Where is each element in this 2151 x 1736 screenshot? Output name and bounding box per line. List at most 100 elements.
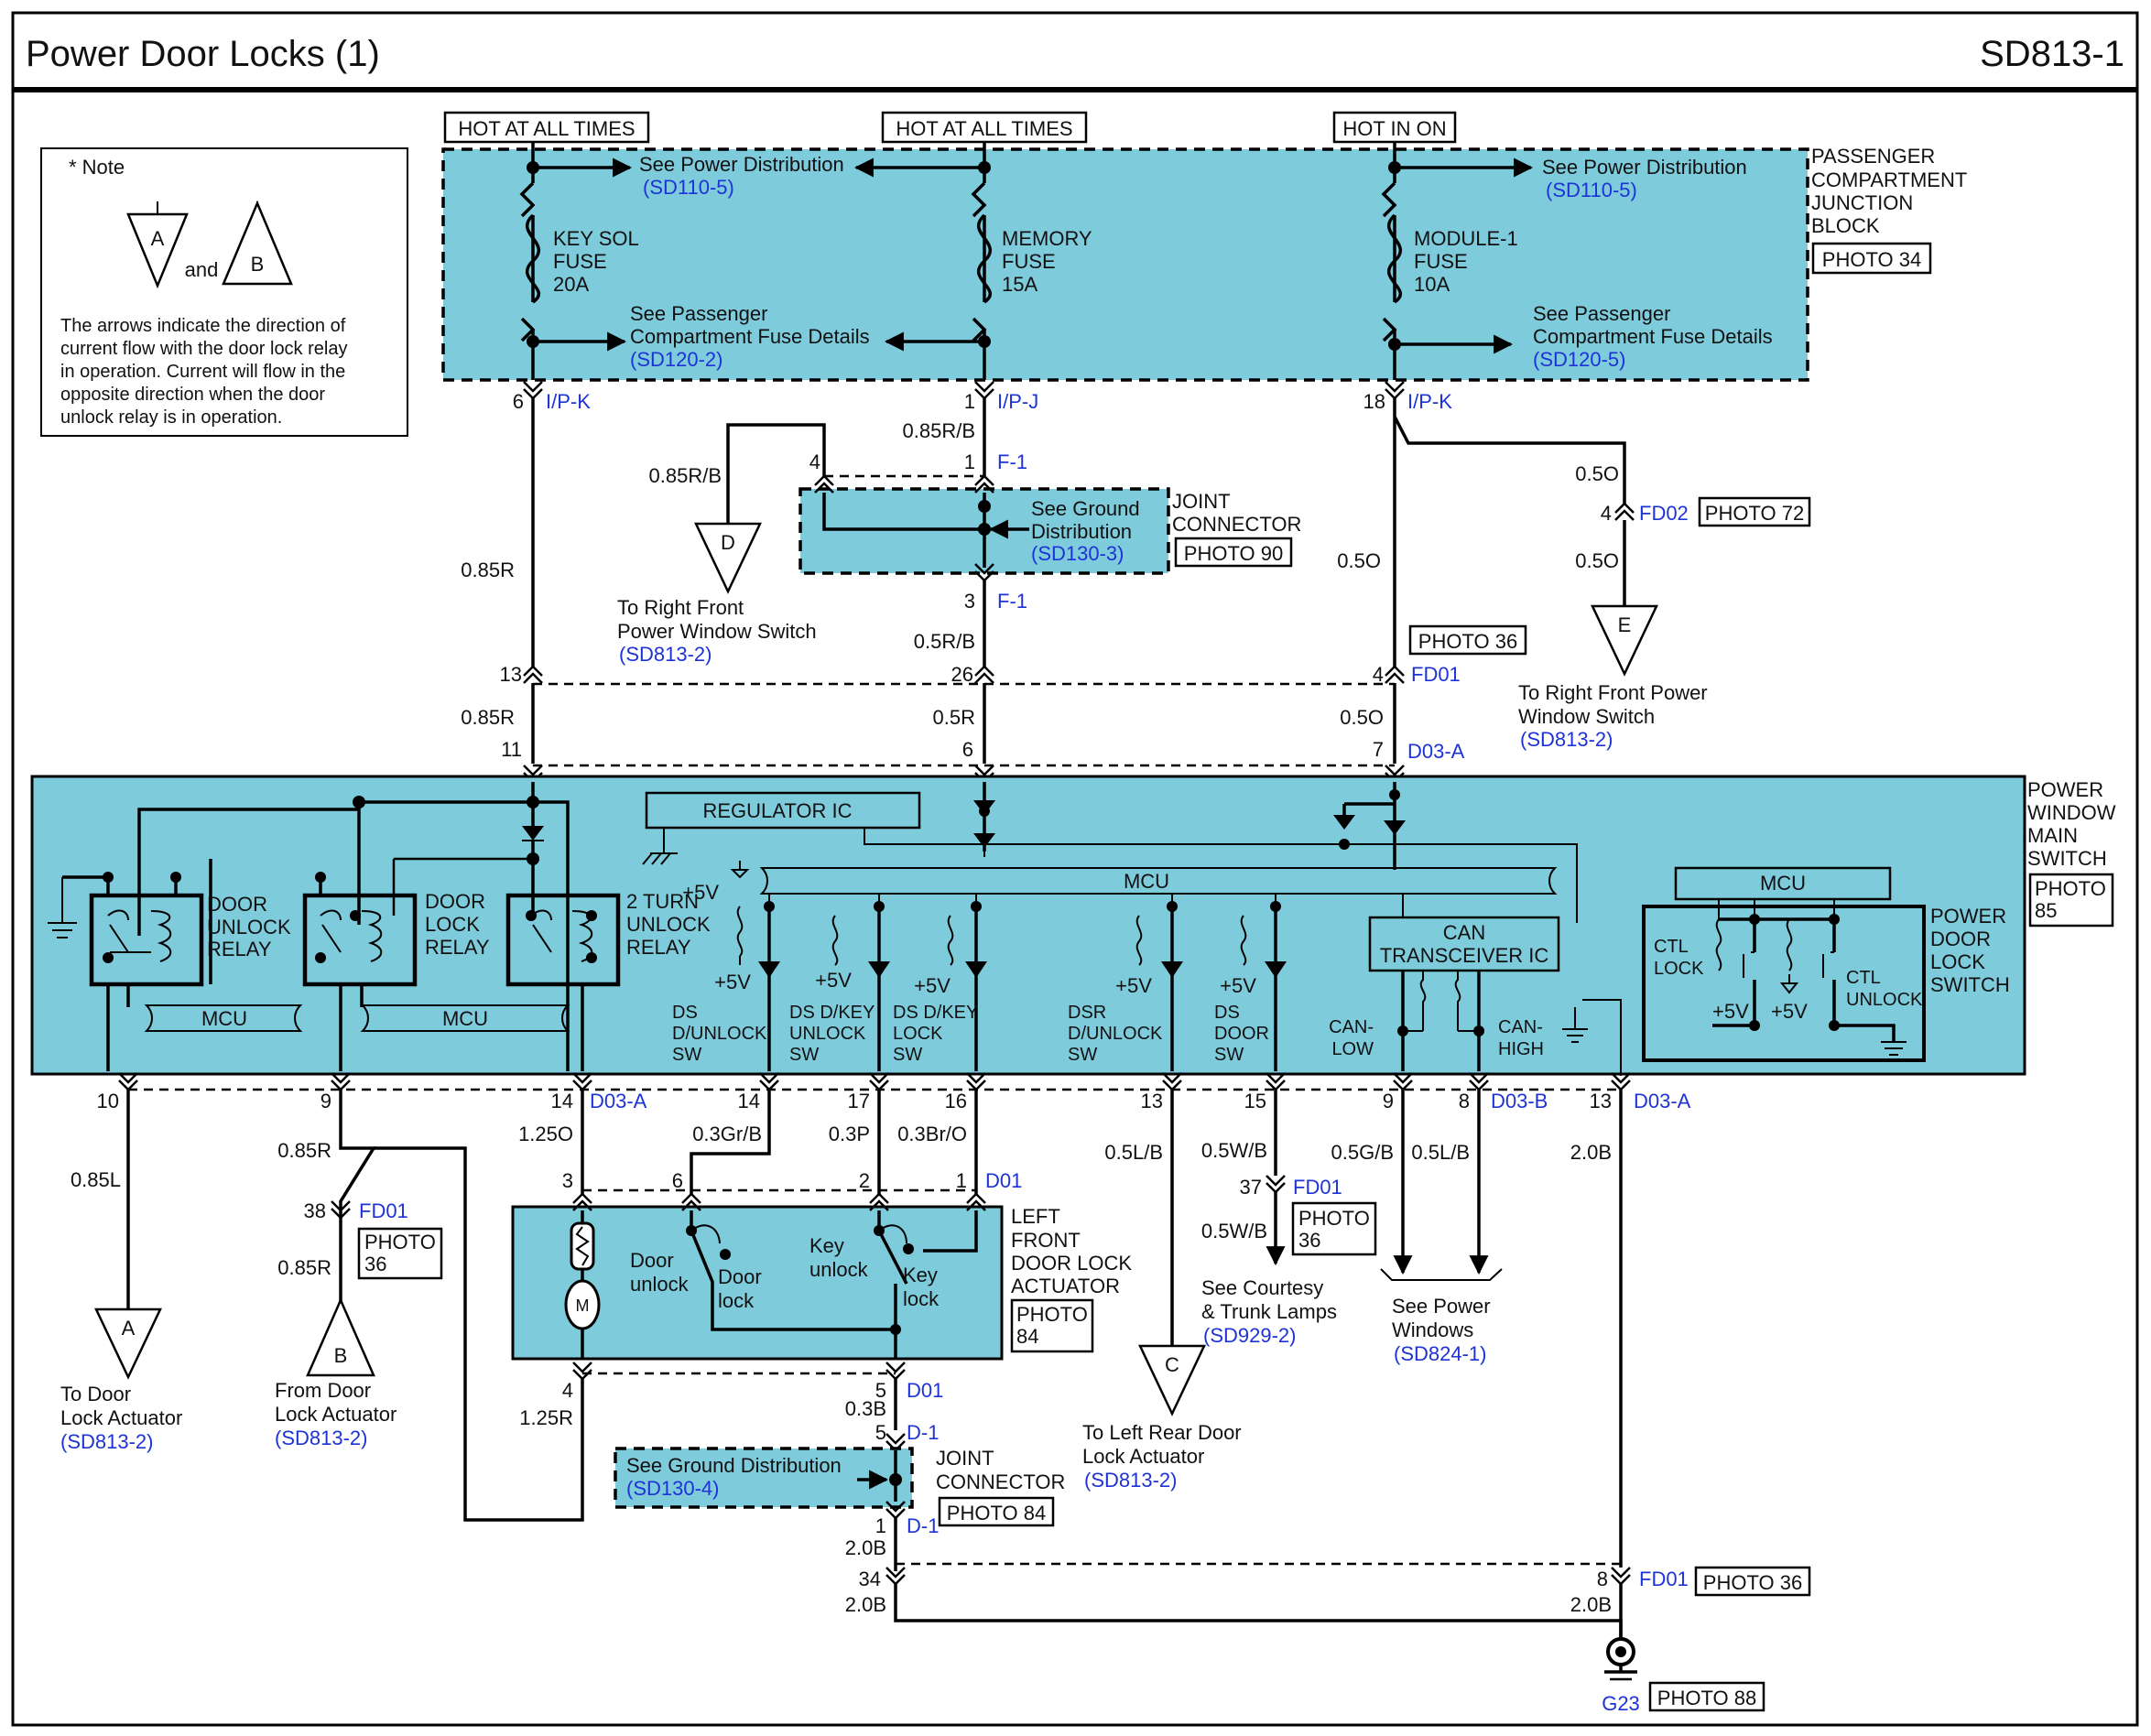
fuse1-line1: KEY SOL xyxy=(553,227,639,250)
pin-b10: 10 xyxy=(97,1090,119,1112)
wire-05o-1: 0.5O xyxy=(1575,462,1619,485)
sw2-line3: SW xyxy=(789,1045,819,1065)
pin-fd01-b: FD01 xyxy=(359,1199,408,1222)
pin-4a: 4 xyxy=(809,450,820,473)
pin-b17: 17 xyxy=(848,1090,870,1112)
pw-ref[interactable]: (SD824-1) xyxy=(1394,1342,1486,1365)
pin-ipk-1: I/P-K xyxy=(546,390,591,413)
regulator-ic: REGULATOR IC xyxy=(703,799,853,822)
see-power-1: See Power Distribution xyxy=(639,153,844,176)
plus5v-top: +5V xyxy=(682,881,719,904)
jcd-ref[interactable]: (SD130-4) xyxy=(626,1477,719,1500)
jb-name-3: JUNCTION xyxy=(1811,191,1913,214)
pin-6b: 6 xyxy=(962,738,973,761)
sw1-line2: D/UNLOCK xyxy=(672,1024,767,1044)
fuse3-line3: 10A xyxy=(1414,273,1450,296)
wire-03b: 0.3B xyxy=(845,1397,886,1420)
fuse2-line3: 15A xyxy=(1002,273,1037,296)
sw1-line3: SW xyxy=(672,1045,701,1065)
pin-j1: 1 xyxy=(875,1514,886,1537)
can-line1: CAN xyxy=(1443,921,1485,944)
pin-d1a: D-1 xyxy=(907,1421,939,1444)
see-power-1-ref[interactable]: (SD110-5) xyxy=(643,176,734,199)
wire-05o-2: 0.5O xyxy=(1575,549,1619,572)
actuator-name-1: LEFT xyxy=(1011,1205,1060,1228)
jcf-photo: PHOTO 90 xyxy=(1184,542,1283,565)
ctl-lock-2: LOCK xyxy=(1654,959,1704,979)
see-pass-1-ref[interactable]: (SD120-2) xyxy=(630,348,722,371)
dest-c-line1: To Left Rear Door xyxy=(1082,1421,1242,1444)
dest-d-line1: To Right Front xyxy=(617,596,744,619)
note-line-3: in operation. Current will flow in the xyxy=(60,362,345,382)
door-lock-relay xyxy=(302,893,418,987)
pin-f1b: F-1 xyxy=(997,590,1027,613)
dest-b-triangle xyxy=(306,1297,375,1377)
jb-name-2: COMPARTMENT xyxy=(1811,168,1967,191)
pin-a1: 1 xyxy=(956,1169,967,1192)
see-pass-2-line1: See Passenger xyxy=(1533,302,1670,325)
see-pass-2-ref[interactable]: (SD120-5) xyxy=(1533,348,1625,371)
wire-20b-2: 2.0B xyxy=(845,1536,886,1559)
pin-b14: 14 xyxy=(551,1090,573,1112)
pin-38: 38 xyxy=(304,1199,326,1222)
can-low-line1: CAN- xyxy=(1329,1017,1374,1037)
courtesy-ref[interactable]: (SD929-2) xyxy=(1203,1324,1296,1347)
sw3-line3: SW xyxy=(893,1045,922,1065)
dest-c-ref[interactable]: (SD813-2) xyxy=(1084,1469,1177,1492)
fuse3-line2: FUSE xyxy=(1414,250,1468,273)
note-and: and xyxy=(185,258,219,281)
sw4-line2: D/UNLOCK xyxy=(1068,1024,1163,1044)
dest-b-ref[interactable]: (SD813-2) xyxy=(275,1427,367,1449)
sw1-line1: DS xyxy=(672,1003,698,1023)
jcf-see-2: Distribution xyxy=(1031,520,1132,543)
pin-6: 6 xyxy=(513,390,524,413)
note-symbol-b: B xyxy=(251,253,265,276)
pin-4-fd02: 4 xyxy=(1601,502,1612,525)
pin-d01b: D01 xyxy=(907,1379,943,1402)
see-power-2-ref[interactable]: (SD110-5) xyxy=(1546,179,1637,201)
fuse1-line3: 20A xyxy=(553,273,589,296)
dest-b-symbol: B xyxy=(334,1344,348,1367)
actuator-name-2: FRONT xyxy=(1011,1229,1081,1252)
pwms-name-3: MAIN xyxy=(2027,824,2078,847)
key-unlock-1: Key xyxy=(809,1234,844,1257)
wire-125r: 1.25R xyxy=(519,1406,573,1429)
pin-a4: 4 xyxy=(562,1379,573,1402)
page-frame xyxy=(11,11,2139,1727)
jcf-ref[interactable]: (SD130-3) xyxy=(1031,542,1124,565)
pin-b15: 15 xyxy=(1244,1090,1266,1112)
dest-b-line1: From Door xyxy=(275,1379,371,1402)
relay2-line1: DOOR xyxy=(425,890,485,913)
relay1-line3: RELAY xyxy=(207,938,272,960)
dest-d-ref[interactable]: (SD813-2) xyxy=(619,643,712,666)
pdls-name-4: SWITCH xyxy=(1930,973,2010,996)
note-line-1: The arrows indicate the direction of xyxy=(60,316,346,336)
pin-fd01-a: FD01 xyxy=(1411,663,1461,686)
see-pass-2-line2: Compartment Fuse Details xyxy=(1533,325,1773,348)
junction-block: See Power Distribution (SD110-5) See Pow… xyxy=(441,142,1809,382)
door-lock-2: lock xyxy=(718,1289,755,1312)
dest-a-line1: To Door xyxy=(60,1383,131,1405)
sw3-v5: +5V xyxy=(914,974,951,997)
wire-03grb: 0.3Gr/B xyxy=(692,1123,762,1145)
can-line2: TRANSCEIVER IC xyxy=(1380,944,1549,967)
dest-e-ref[interactable]: (SD813-2) xyxy=(1520,728,1613,751)
two-turn-unlock-relay xyxy=(505,893,621,987)
door-unlock-relay xyxy=(89,893,204,987)
jcf-name-2: CONNECTOR xyxy=(1172,513,1301,536)
dest-a-ref[interactable]: (SD813-2) xyxy=(60,1430,153,1453)
pin-b16: 16 xyxy=(945,1090,967,1112)
sw1-v5: +5V xyxy=(714,971,751,993)
pin-fd01-d: FD01 xyxy=(1639,1568,1689,1590)
pin-fd01-c: FD01 xyxy=(1293,1176,1342,1199)
relay1-line1: DOOR xyxy=(207,893,267,916)
fuse1-line2: FUSE xyxy=(553,250,607,273)
pdls-v5-b: +5V xyxy=(1771,1000,1808,1023)
pin-4-fd01: 4 xyxy=(1373,663,1384,686)
wire-085r-3: 0.85R xyxy=(277,1139,331,1162)
pdls-name-1: POWER xyxy=(1930,905,2006,928)
fuse3-line1: MODULE-1 xyxy=(1414,227,1518,250)
ctl-lock-1: CTL xyxy=(1654,937,1689,957)
photo-fd01-37-1: PHOTO xyxy=(1298,1207,1370,1230)
